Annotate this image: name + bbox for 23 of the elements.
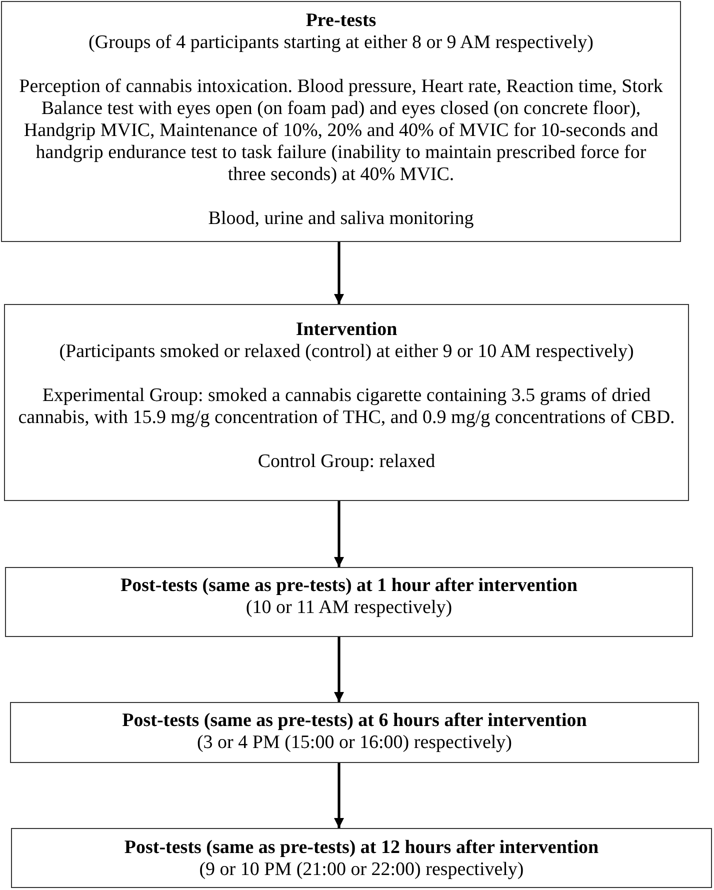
arrow: [334, 501, 344, 567]
box-heading: Post-tests (same as pre-tests) at 6 hours after intervention: [122, 710, 587, 732]
box-subtitle: (10 or 11 AM respectively): [246, 597, 452, 619]
arrow: [334, 242, 344, 304]
box-heading: Pre-tests: [306, 10, 376, 32]
process-box: [11, 828, 712, 888]
process-box: [10, 702, 699, 763]
box-subtitle: (Groups of 4 participants starting at either 8 or 9 AM respectively): [88, 32, 594, 54]
box-heading: Intervention: [296, 319, 398, 341]
box-text: Control Group: relaxed: [258, 451, 436, 473]
box-text: Perception of cannabis intoxication. Blood pressure, Heart rate, Reaction time, Stork Balance test with eyes open (on foam pad) and eyes closed (on concrete floor), Handgrip MVIC, Maintenance of 10%, 20% and 40% of MVIC for 10-seconds and handgrip endurance test to task failure (inability to maintain prescribed force for three seconds) at 40% MVIC.: [18, 76, 664, 186]
box-text: Experimental Group: smoked a cannabis cigarette containing 3.5 grams of dried cannabis, with 15.9 mg/g concentration of THC, and 0.9 mg/g concentrations of CBD.: [17, 385, 676, 429]
box-heading: Post-tests (same as pre-tests) at 1 hour after intervention: [120, 575, 578, 597]
box-subtitle: (9 or 10 PM (21:00 or 22:00) respectively): [199, 859, 524, 881]
box-heading: Post-tests (same as pre-tests) at 12 hours after intervention: [124, 837, 599, 859]
box-subtitle: (3 or 4 PM (15:00 or 16:00) respectively): [196, 732, 512, 754]
process-box: [5, 567, 693, 637]
process-box: [4, 304, 689, 501]
process-box: [1, 1, 681, 242]
arrow: [334, 637, 344, 702]
box-subtitle: (Participants smoked or relaxed (control) at either 9 or 10 AM respectively): [59, 341, 634, 363]
arrow: [334, 763, 344, 828]
box-text: Blood, urine and saliva monitoring: [208, 208, 474, 230]
